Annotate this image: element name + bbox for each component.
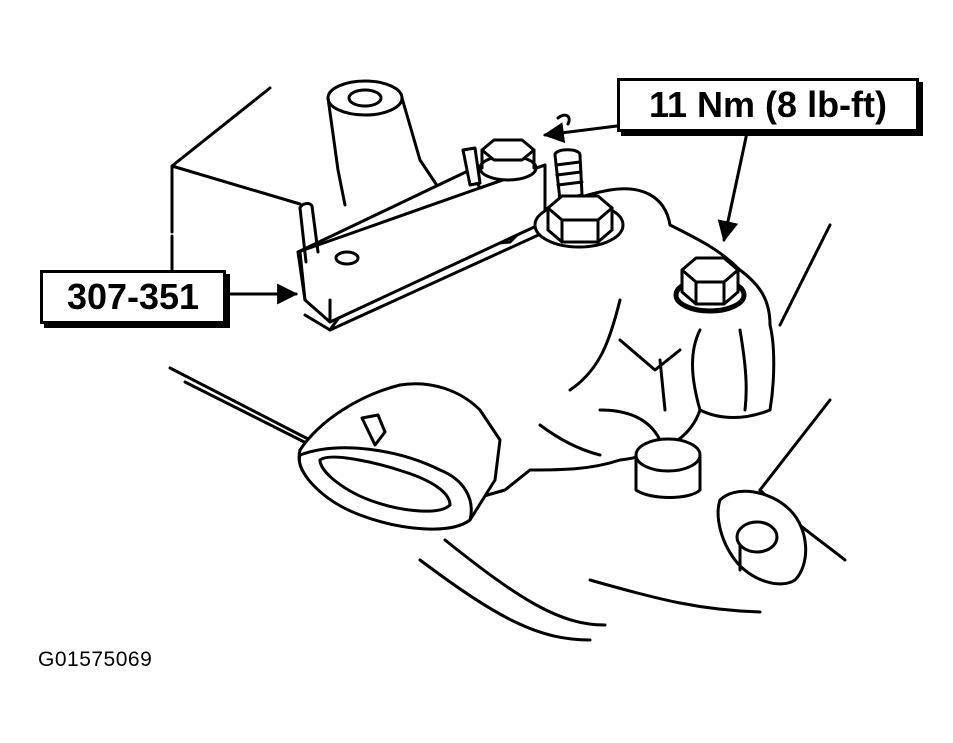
tool-bolt: [461, 138, 538, 187]
special-tool-callout: 307-351: [40, 270, 226, 324]
figure-id-label: G01575069: [38, 648, 153, 671]
sensor-bolt: [673, 256, 747, 314]
electrical-connector: [297, 382, 502, 531]
mounting-post: [326, 79, 442, 207]
stud-bolt: [533, 148, 625, 249]
torque-leader-lines: [542, 122, 750, 243]
special-tool-label: 307-351: [66, 276, 200, 317]
torque-spec-label: 11 Nm (8 lb-ft): [648, 84, 888, 125]
torque-spec-callout: 11 Nm (8 lb-ft): [617, 78, 919, 132]
housing-outline: [168, 86, 847, 642]
hook-detail: [556, 113, 571, 126]
